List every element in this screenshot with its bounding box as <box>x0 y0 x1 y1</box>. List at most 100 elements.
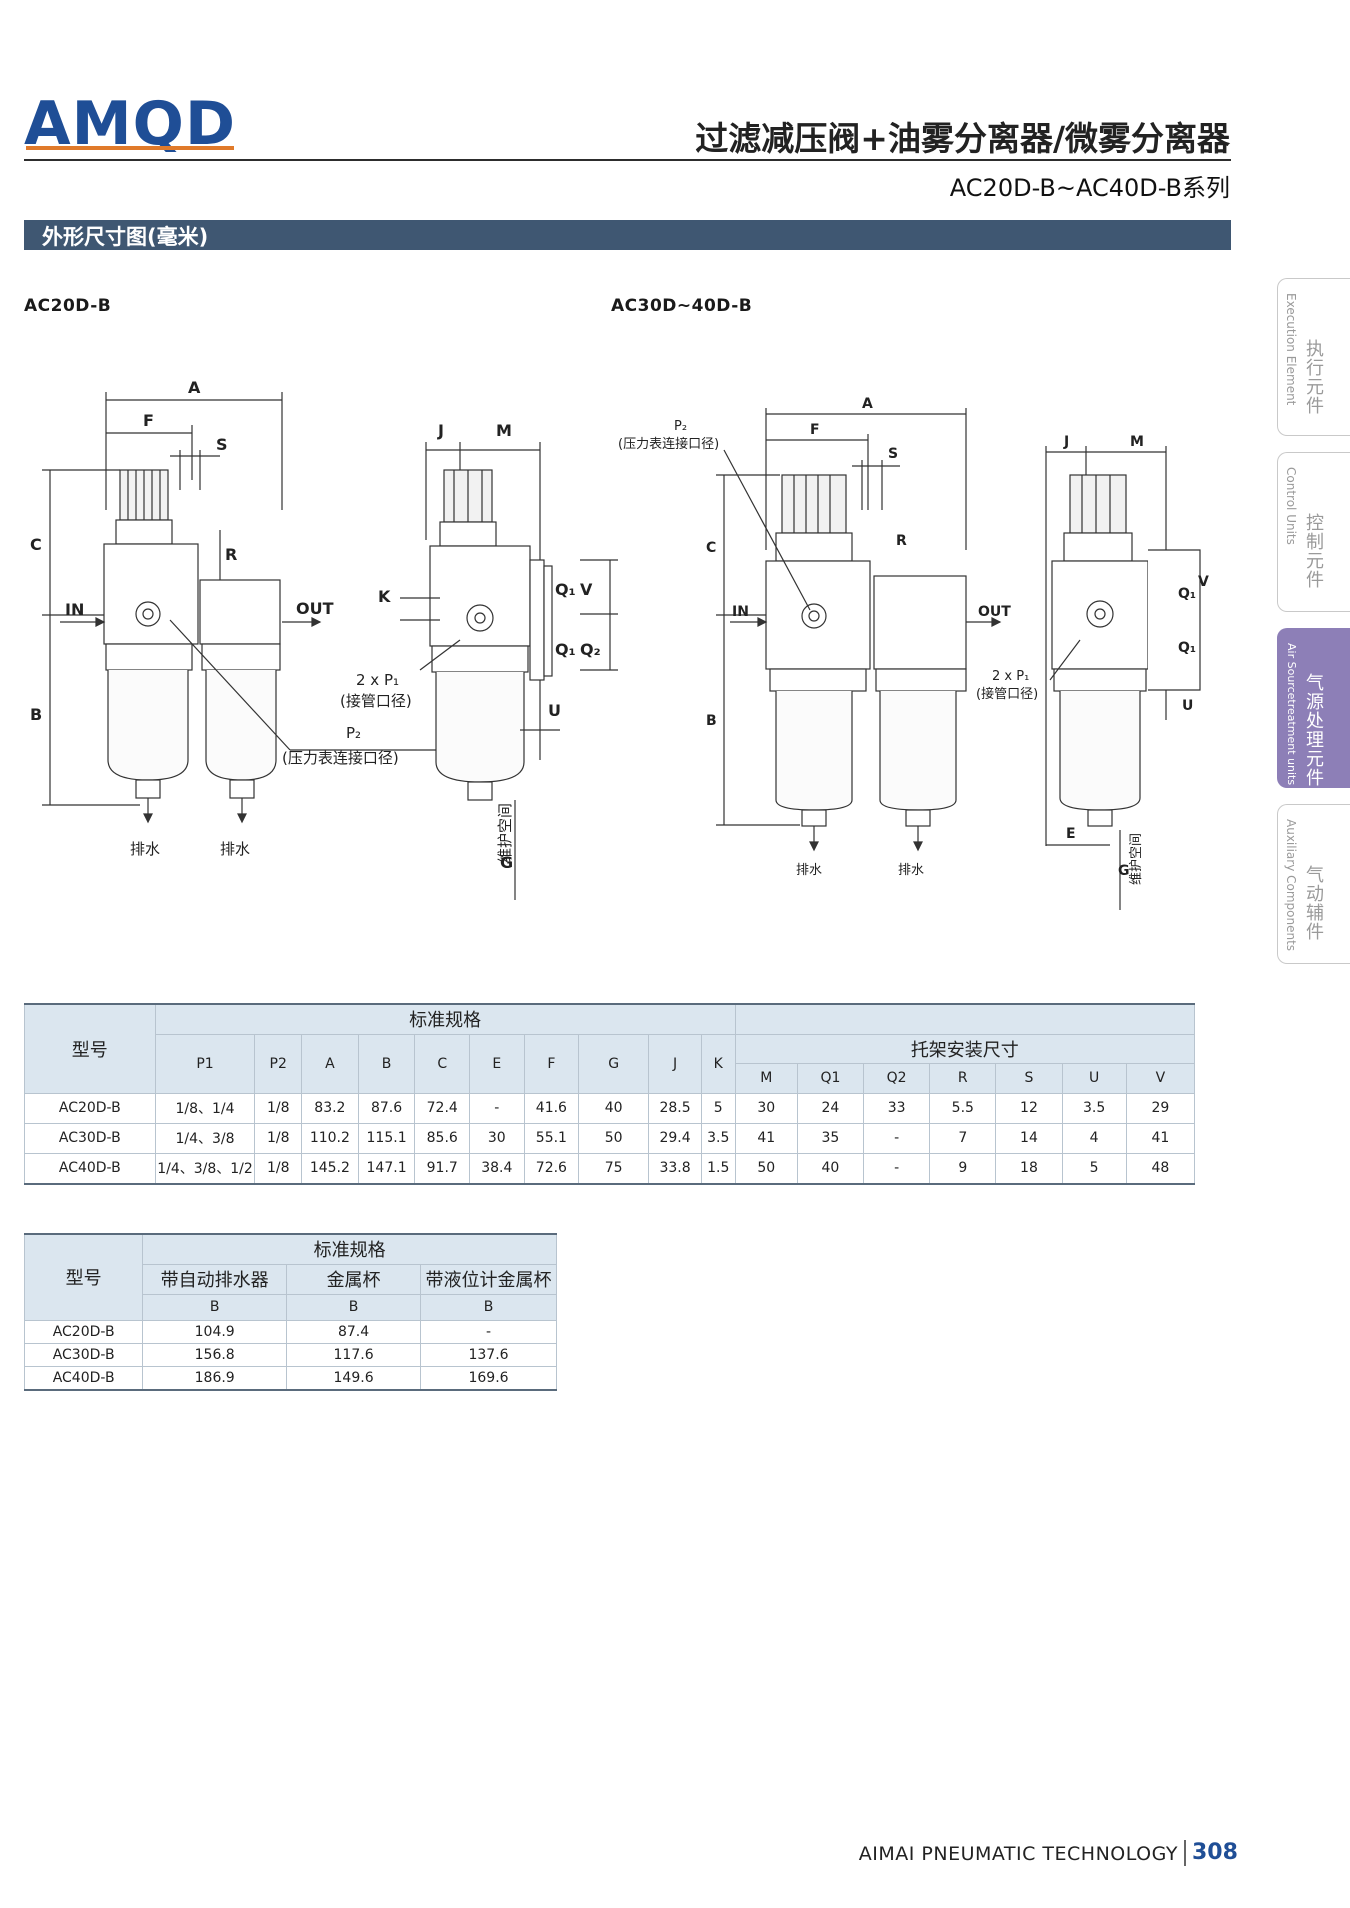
r-dim-r: R <box>896 533 907 549</box>
r-dim-m: M <box>1130 434 1144 450</box>
dim-r: R <box>225 545 237 564</box>
drawing-ac30d-40d: A F S R C B IN OUT J M Q₁ V Q₁ U E G P₂ … <box>618 396 1209 910</box>
t2-sub-b3: B <box>420 1293 557 1321</box>
t1-col-a: A <box>301 1033 359 1094</box>
label-p2: P₂ <box>346 724 361 742</box>
r-label-p2-note: (压力表连接口径) <box>618 436 719 452</box>
side-tab-control[interactable]: Control Units 控制元件 <box>1277 452 1350 612</box>
label-p1-note: (接管口径) <box>340 692 412 710</box>
cup-spec-table: 型号 标准规格 带自动排水器 金属杯 带液位计金属杯 B B B AC20D-B… <box>23 1233 557 1391</box>
dim-q2: Q₂ <box>580 640 601 659</box>
t1-col-q2: Q2 <box>863 1062 931 1094</box>
dim-v: V <box>580 580 593 599</box>
t1-std-header: 标准规格 <box>154 1003 736 1035</box>
t1-col-p2: P2 <box>254 1033 303 1094</box>
t2-col-metal-cup: 金属杯 <box>286 1263 422 1295</box>
label-in: IN <box>65 600 84 619</box>
r-label-p1-note: (接管口径) <box>976 686 1038 702</box>
side-tab-control-cn: 控制元件 <box>1303 513 1324 589</box>
label-p1: 2 x P₁ <box>356 671 399 689</box>
dim-u: U <box>548 701 561 720</box>
t1-col-p1: P1 <box>154 1033 256 1094</box>
label-drain-1: 排水 <box>130 840 160 858</box>
t2-sub-b1: B <box>142 1293 288 1321</box>
t1-col-k: K <box>700 1033 736 1094</box>
side-tab-air-source-cn: 气源处理元件 <box>1303 673 1324 787</box>
side-tab-execution[interactable]: Execution Element 执行元件 <box>1277 278 1350 436</box>
t2-model-header: 型号 <box>23 1233 144 1321</box>
t1-col-b: B <box>357 1033 416 1094</box>
r-dim-u: U <box>1182 698 1193 714</box>
r-label-maintenance-space: 维护空间 <box>1129 833 1144 885</box>
r-dim-j: J <box>1063 434 1069 450</box>
r-label-drain-1: 排水 <box>796 863 822 878</box>
page-number: 308 <box>1192 1840 1238 1865</box>
side-tab-execution-cn: 执行元件 <box>1303 339 1324 415</box>
r-dim-s: S <box>888 446 898 462</box>
dim-a: A <box>188 378 201 397</box>
label-p2-note: (压力表连接口径) <box>282 749 399 767</box>
r-dim-f: F <box>810 422 820 438</box>
section-title: 外形尺寸图(毫米) <box>42 225 209 249</box>
dim-f: F <box>143 411 154 430</box>
amqd-logo: AMQD <box>24 92 236 152</box>
r-dim-v: V <box>1198 574 1209 590</box>
label-maintenance-space: 维护空间 <box>496 803 514 863</box>
label-drain-2: 排水 <box>220 840 250 858</box>
side-tab-auxiliary[interactable]: Auxiliary Components 气动辅件 <box>1277 804 1350 964</box>
dim-q1: Q₁ <box>555 580 576 599</box>
t2-std-header: 标准规格 <box>142 1233 557 1265</box>
r-label-p1: 2 x P₁ <box>992 669 1029 684</box>
r-label-drain-2: 排水 <box>898 863 924 878</box>
section-bar: 外形尺寸图(毫米) <box>24 220 1231 250</box>
brand-logo-text: AMQD <box>24 92 236 152</box>
r-dim-c: C <box>706 540 716 556</box>
spec-table: 型号 标准规格 P1 P2 A B C E F G J K 托架安装尺寸 M Q… <box>24 1003 1196 1185</box>
drawing-left-model: AC20D-B <box>24 296 112 316</box>
r-label-p2: P₂ <box>674 419 687 434</box>
dim-q1-lower: Q₁ <box>555 640 576 659</box>
series-title: AC20D-B~AC40D-B系列 <box>949 174 1230 202</box>
dim-j: J <box>437 421 444 440</box>
t1-col-g: G <box>578 1033 650 1094</box>
page-title: 过滤减压阀+油雾分离器/微雾分离器 <box>695 119 1230 158</box>
drawing-right-model: AC30D~40D-B <box>611 296 753 316</box>
dim-m: M <box>496 421 512 440</box>
dim-c: C <box>30 535 42 554</box>
r-dim-q1a: Q₁ <box>1178 586 1196 602</box>
r-label-in: IN <box>732 604 749 620</box>
side-tab-execution-en: Execution Element <box>1284 293 1298 406</box>
side-tab-control-en: Control Units <box>1284 467 1298 545</box>
footer-company: AIMAI PNEUMATIC TECHNOLOGY <box>858 1843 1178 1865</box>
r-dim-g: G <box>1118 863 1130 879</box>
dim-k: K <box>378 587 391 606</box>
drawing-ac20d: A F S R C B IN OUT J M K Q₁ V Q₁ Q₂ U G … <box>30 378 618 900</box>
t2-col-auto-drain: 带自动排水器 <box>142 1263 288 1295</box>
label-out: OUT <box>296 599 334 618</box>
t1-col-m: M <box>734 1062 798 1094</box>
r-dim-e: E <box>1066 826 1076 842</box>
side-tab-auxiliary-en: Auxiliary Components <box>1284 819 1298 952</box>
t2-sub-b2: B <box>286 1293 422 1321</box>
dim-b: B <box>30 705 42 724</box>
side-tab-air-source-en: Air Sourcetreatment units <box>1285 643 1298 786</box>
side-tab-air-source[interactable]: Air Sourcetreatment units 气源处理元件 <box>1277 628 1350 788</box>
t1-col-e: E <box>469 1033 525 1094</box>
t1-col-j: J <box>648 1033 702 1094</box>
t1-col-q1: Q1 <box>796 1062 865 1094</box>
t1-col-u: U <box>1061 1062 1127 1094</box>
t1-col-s: S <box>995 1062 1063 1094</box>
footer-separator <box>1184 1840 1186 1866</box>
r-label-out: OUT <box>978 604 1011 620</box>
side-tab-auxiliary-cn: 气动辅件 <box>1303 865 1324 941</box>
dim-g: G <box>500 853 513 872</box>
t1-model-header: 型号 <box>24 1003 156 1094</box>
t2-col-metal-cup-gauge: 带液位计金属杯 <box>420 1263 557 1295</box>
t1-bracket-header: 托架安装尺寸 <box>734 1033 1196 1064</box>
